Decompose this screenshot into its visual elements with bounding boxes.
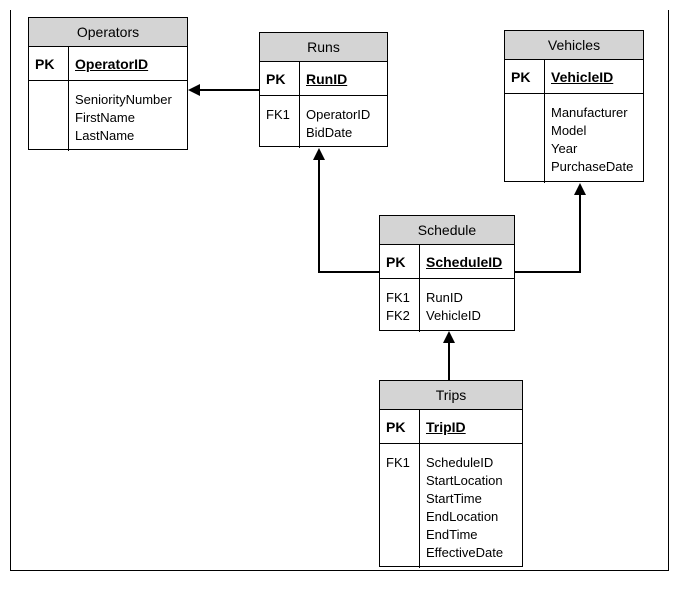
- schedule-to-vehicles-connector: [515, 183, 586, 273]
- runs-pk-row: PK RunID: [260, 62, 387, 96]
- trips-field: EndLocation: [426, 509, 499, 524]
- vehicles-table: Vehicles PK VehicleID Manufacturer Model…: [504, 30, 644, 183]
- schedule-table: Schedule PK ScheduleID FK1 FK2 RunID Veh…: [379, 215, 515, 332]
- trips-pk-row: PK TripID: [380, 410, 522, 444]
- trips-pk-field: TripID: [426, 418, 466, 435]
- trips-field-list: ScheduleID StartLocation StartTime EndLo…: [420, 444, 503, 568]
- vehicles-field: Manufacturer: [551, 105, 628, 120]
- trips-key: FK1: [386, 455, 410, 470]
- operators-field: FirstName: [75, 110, 135, 125]
- vehicles-pk-row: PK VehicleID: [505, 60, 643, 94]
- runs-field-list: OperatorID BidDate: [300, 96, 370, 148]
- trips-field: EndTime: [426, 527, 478, 542]
- vehicles-key-column: [505, 94, 545, 183]
- trips-key-column: FK1: [380, 444, 420, 568]
- runs-attributes: FK1 OperatorID BidDate: [260, 96, 387, 148]
- schedule-field: VehicleID: [426, 308, 481, 323]
- schedule-key-column: FK1 FK2: [380, 279, 420, 332]
- schedule-pk-field: ScheduleID: [426, 253, 503, 270]
- trips-table-title: Trips: [380, 381, 522, 410]
- operators-field-list: SeniorityNumber FirstName LastName: [69, 81, 172, 151]
- vehicles-field: Year: [551, 141, 578, 156]
- runs-field: BidDate: [306, 125, 353, 140]
- operators-table: Operators PK OperatorID SeniorityNumber …: [28, 17, 188, 151]
- vehicles-pk-label: PK: [505, 60, 545, 93]
- operators-field: SeniorityNumber: [75, 92, 172, 107]
- operators-pk-label: PK: [29, 47, 69, 80]
- schedule-field: RunID: [426, 290, 463, 305]
- trips-table: Trips PK TripID FK1 ScheduleID StartLoca…: [379, 380, 523, 568]
- schedule-key: FK1: [386, 290, 410, 305]
- runs-pk-label: PK: [260, 62, 300, 95]
- trips-field: StartLocation: [426, 473, 503, 488]
- vehicles-table-title: Vehicles: [505, 31, 643, 60]
- vehicles-pk-field: VehicleID: [551, 68, 614, 85]
- trips-field: EffectiveDate: [426, 545, 504, 560]
- operators-attributes: SeniorityNumber FirstName LastName: [29, 81, 187, 151]
- trips-field: ScheduleID: [426, 455, 494, 470]
- runs-table: Runs PK RunID FK1 OperatorID BidDate: [259, 32, 388, 148]
- vehicles-attributes: Manufacturer Model Year PurchaseDate: [505, 94, 643, 183]
- runs-key: FK1: [266, 107, 290, 122]
- trips-field: StartTime: [426, 491, 482, 506]
- operators-pk-field: OperatorID: [75, 55, 149, 72]
- schedule-key: FK2: [386, 308, 410, 323]
- operators-field: LastName: [75, 128, 135, 143]
- schedule-field-list: RunID VehicleID: [420, 279, 481, 332]
- operators-pk-row: PK OperatorID: [29, 47, 187, 81]
- vehicles-field: PurchaseDate: [551, 159, 634, 174]
- schedule-to-runs-connector: [313, 148, 379, 273]
- runs-key-column: FK1: [260, 96, 300, 148]
- vehicles-field: Model: [551, 123, 587, 138]
- runs-field: OperatorID: [306, 107, 371, 122]
- schedule-pk-label: PK: [380, 245, 420, 278]
- runs-table-title: Runs: [260, 33, 387, 62]
- operators-key-column: [29, 81, 69, 151]
- trips-pk-label: PK: [380, 410, 420, 443]
- schedule-attributes: FK1 FK2 RunID VehicleID: [380, 279, 514, 332]
- diagram-frame: [10, 10, 669, 571]
- runs-pk-field: RunID: [306, 70, 348, 87]
- operators-table-title: Operators: [29, 18, 187, 47]
- schedule-pk-row: PK ScheduleID: [380, 245, 514, 279]
- trips-attributes: FK1 ScheduleID StartLocation StartTime E…: [380, 444, 522, 568]
- schedule-table-title: Schedule: [380, 216, 514, 245]
- vehicles-field-list: Manufacturer Model Year PurchaseDate: [545, 94, 633, 183]
